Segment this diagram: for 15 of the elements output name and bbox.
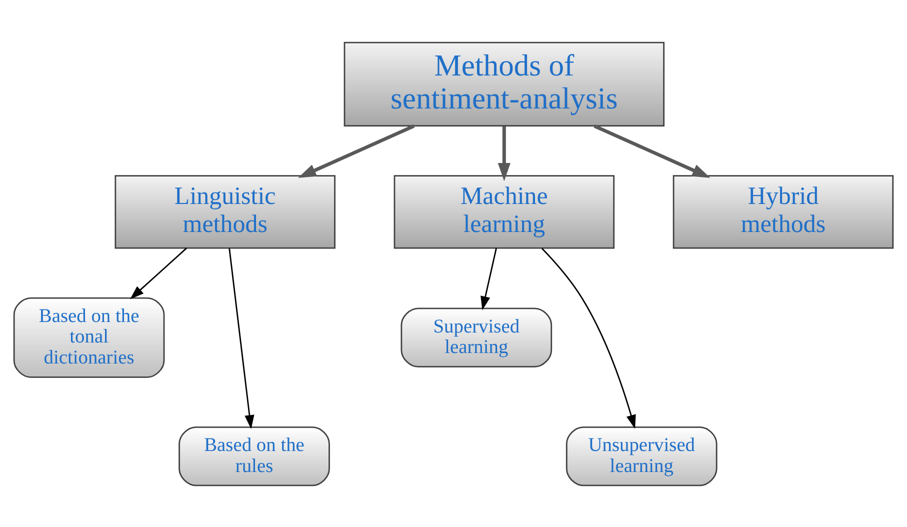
node-box: Supervised learning — [400, 307, 552, 367]
node-box: Hybrid methods — [672, 174, 894, 248]
arrow — [298, 124, 415, 178]
node-box: Based on the rules — [178, 426, 330, 486]
arrow — [541, 247, 636, 428]
arrow — [594, 124, 710, 178]
node-box: Machine learning — [394, 174, 615, 248]
arrow — [228, 248, 254, 428]
node-box: Methods of sentiment-analysis — [344, 41, 665, 126]
arrow — [498, 126, 511, 181]
node-box: Unsupervised learning — [566, 426, 718, 486]
arrow — [130, 247, 187, 299]
arrow — [480, 248, 497, 310]
node-box: Linguistic methods — [114, 174, 336, 248]
node-box: Based on the tonal dictionaries — [13, 296, 165, 378]
